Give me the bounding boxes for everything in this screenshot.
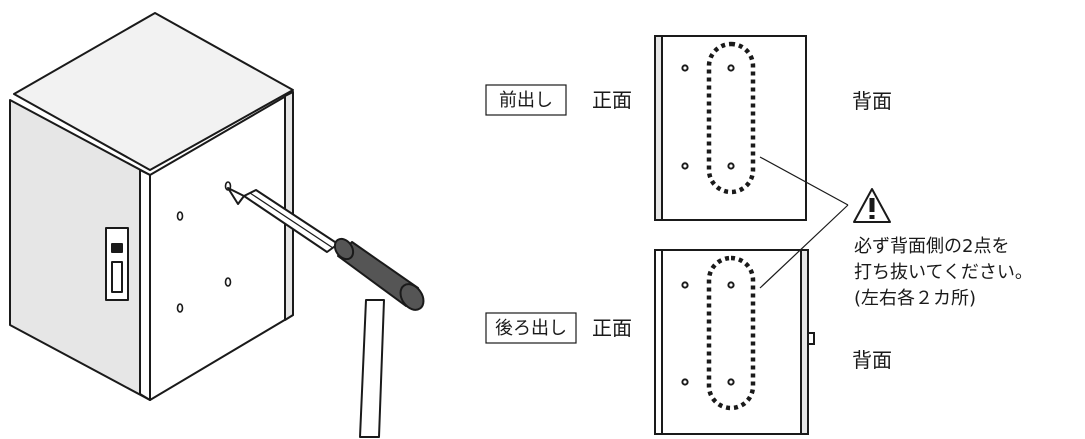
knockout-outline-top: [706, 41, 756, 195]
knockout-outline-bottom: [706, 255, 756, 411]
side-knockout-hole-3: [176, 303, 184, 313]
door-latch-slot: [111, 261, 123, 293]
rear-exit-label: 後ろ出し: [495, 318, 567, 339]
back-label-bottom: 背面: [852, 348, 892, 372]
front-exit-label: 前出し: [499, 90, 553, 111]
hole-rear-top-right: [727, 281, 735, 289]
cabinet-top: [13, 12, 294, 171]
front-label-top: 正面: [592, 88, 632, 112]
hammer-tool: [333, 237, 425, 438]
front-label-bottom: 正面: [592, 316, 632, 340]
warning-text-line-1: 必ず背面側の2点を: [854, 236, 1009, 257]
rear-exit-label-box: [485, 312, 577, 344]
panel-rear-exit-body: [654, 249, 802, 435]
warning-text-line-3: (左右各２カ所): [854, 288, 976, 309]
panel-rear-exit: [654, 249, 815, 435]
hammer-head-back: [333, 237, 355, 261]
leader-line-bottom: [759, 204, 849, 289]
warning-text-line-2: 打ち抜いてください。: [854, 262, 1033, 283]
hole-rear-bottom-left: [681, 378, 689, 386]
hole-rear-bottom-right: [727, 378, 735, 386]
panel-rear-exit-tab: [807, 332, 815, 345]
hammer-head-face: [399, 283, 425, 311]
panel-front-exit: [654, 35, 807, 221]
panel-front-exit-edge: [654, 35, 663, 221]
hole-front-bottom-left: [681, 162, 689, 170]
cabinet-illustration: [9, 12, 294, 401]
hole-front-bottom-right: [727, 162, 735, 170]
hole-rear-top-left: [681, 281, 689, 289]
hole-front-top-right: [727, 64, 735, 72]
punch-tip: [227, 187, 245, 205]
hammer-handle: [359, 299, 385, 438]
cabinet-door-edge: [139, 169, 151, 401]
warning-triangle-icon: [853, 188, 891, 223]
cabinet-rear-edge: [284, 91, 294, 321]
side-knockout-hole-1: [176, 211, 184, 221]
hole-front-top-left: [681, 64, 689, 72]
side-knockout-hole-4: [224, 277, 232, 287]
panel-rear-exit-edge: [800, 249, 809, 435]
leader-lines: [759, 156, 849, 289]
front-exit-label-box: [485, 84, 567, 116]
back-label-top: 背面: [852, 89, 892, 113]
door-latch-slot-top: [111, 243, 123, 253]
leader-line-top: [759, 156, 849, 206]
